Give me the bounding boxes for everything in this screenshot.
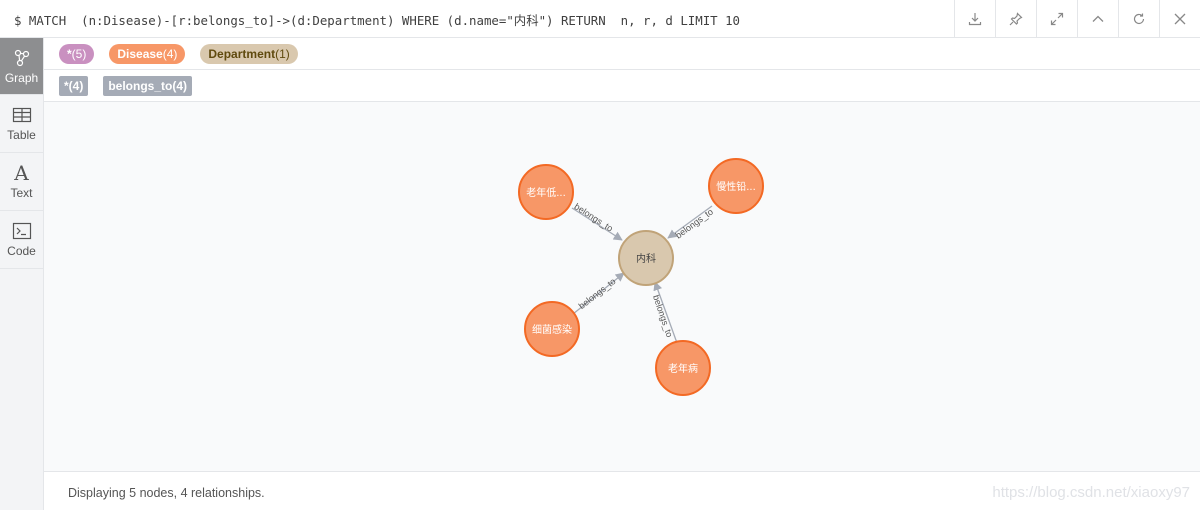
download-button[interactable] (954, 0, 995, 38)
graph-canvas[interactable]: belongs_to belongs_to belongs_to belongs… (44, 102, 1200, 471)
graph-edges (571, 205, 713, 344)
node-labels-legend: *(5) Disease(4) Department(1) (44, 38, 1200, 70)
code-icon (12, 222, 31, 240)
table-icon (12, 107, 31, 123)
view-tab-table[interactable]: Table (0, 95, 43, 153)
close-icon (1174, 13, 1186, 25)
view-tab-table-label: Table (7, 128, 36, 142)
download-icon (968, 13, 982, 26)
graph-svg: belongs_to belongs_to belongs_to belongs… (518, 158, 764, 396)
edge-line[interactable] (571, 207, 623, 241)
node-caption: 内科 (636, 252, 656, 265)
node-caption: 老年低... (526, 186, 566, 199)
pin-button[interactable] (995, 0, 1036, 38)
label-pill-department[interactable]: Department(1) (200, 43, 298, 64)
edge-label: belongs_to (673, 207, 715, 241)
collapse-icon (1092, 15, 1104, 22)
edge-line[interactable] (653, 281, 678, 344)
view-tab-text-label: Text (10, 186, 33, 200)
label-pill-all[interactable]: *(5) (59, 43, 95, 64)
rerun-icon (1133, 13, 1145, 25)
edge-label: belongs_to (577, 276, 618, 311)
watermark: https://blog.csdn.net/xiaoxy97 (992, 484, 1190, 501)
close-button[interactable] (1159, 0, 1200, 38)
view-sidebar: Graph Table A Text Code (0, 38, 44, 510)
query-text[interactable]: $ MATCH (n:Disease)-[r:belongs_to]->(d:D… (14, 13, 741, 28)
text-icon: A (14, 161, 29, 185)
fullscreen-button[interactable] (1036, 0, 1077, 38)
node-caption: 细菌感染 (532, 323, 572, 336)
disease-node[interactable]: 慢性铅... (708, 158, 764, 214)
node-caption: 慢性铅... (716, 180, 756, 193)
relationship-types-legend: *(4) belongs_to(4) (44, 70, 1200, 102)
view-tab-text[interactable]: A Text (0, 153, 43, 211)
frame-toolbar (954, 0, 1200, 38)
status-bar: Displaying 5 nodes, 4 relationships. htt… (44, 471, 1200, 510)
pin-icon (1009, 12, 1023, 26)
disease-node[interactable]: 细菌感染 (524, 301, 580, 357)
edge-line[interactable] (667, 205, 713, 239)
edge-label: belongs_to (572, 201, 614, 233)
query-bar: $ MATCH (n:Disease)-[r:belongs_to]->(d:D… (0, 0, 1200, 38)
expand-icon (1050, 12, 1064, 26)
department-node[interactable]: 内科 (618, 230, 674, 286)
label-pill-disease[interactable]: Disease(4) (109, 43, 186, 64)
view-tab-graph[interactable]: Graph (0, 38, 43, 95)
node-caption: 老年病 (668, 362, 698, 375)
rerun-button[interactable] (1118, 0, 1159, 38)
disease-node[interactable]: 老年病 (655, 340, 711, 396)
view-tab-code[interactable]: Code (0, 211, 43, 269)
edge-line[interactable] (572, 272, 625, 315)
view-tab-graph-label: Graph (4, 70, 39, 85)
graph-icon (14, 49, 29, 66)
disease-node[interactable]: 老年低... (518, 164, 574, 220)
status-text: Displaying 5 nodes, 4 relationships. (68, 486, 265, 500)
rel-tag-all[interactable]: *(4) (59, 75, 89, 96)
edge-label: belongs_to (651, 294, 675, 339)
collapse-button[interactable] (1077, 0, 1118, 38)
view-tab-code-label: Code (7, 244, 36, 258)
rel-tag-belongs-to[interactable]: belongs_to(4) (103, 75, 193, 96)
